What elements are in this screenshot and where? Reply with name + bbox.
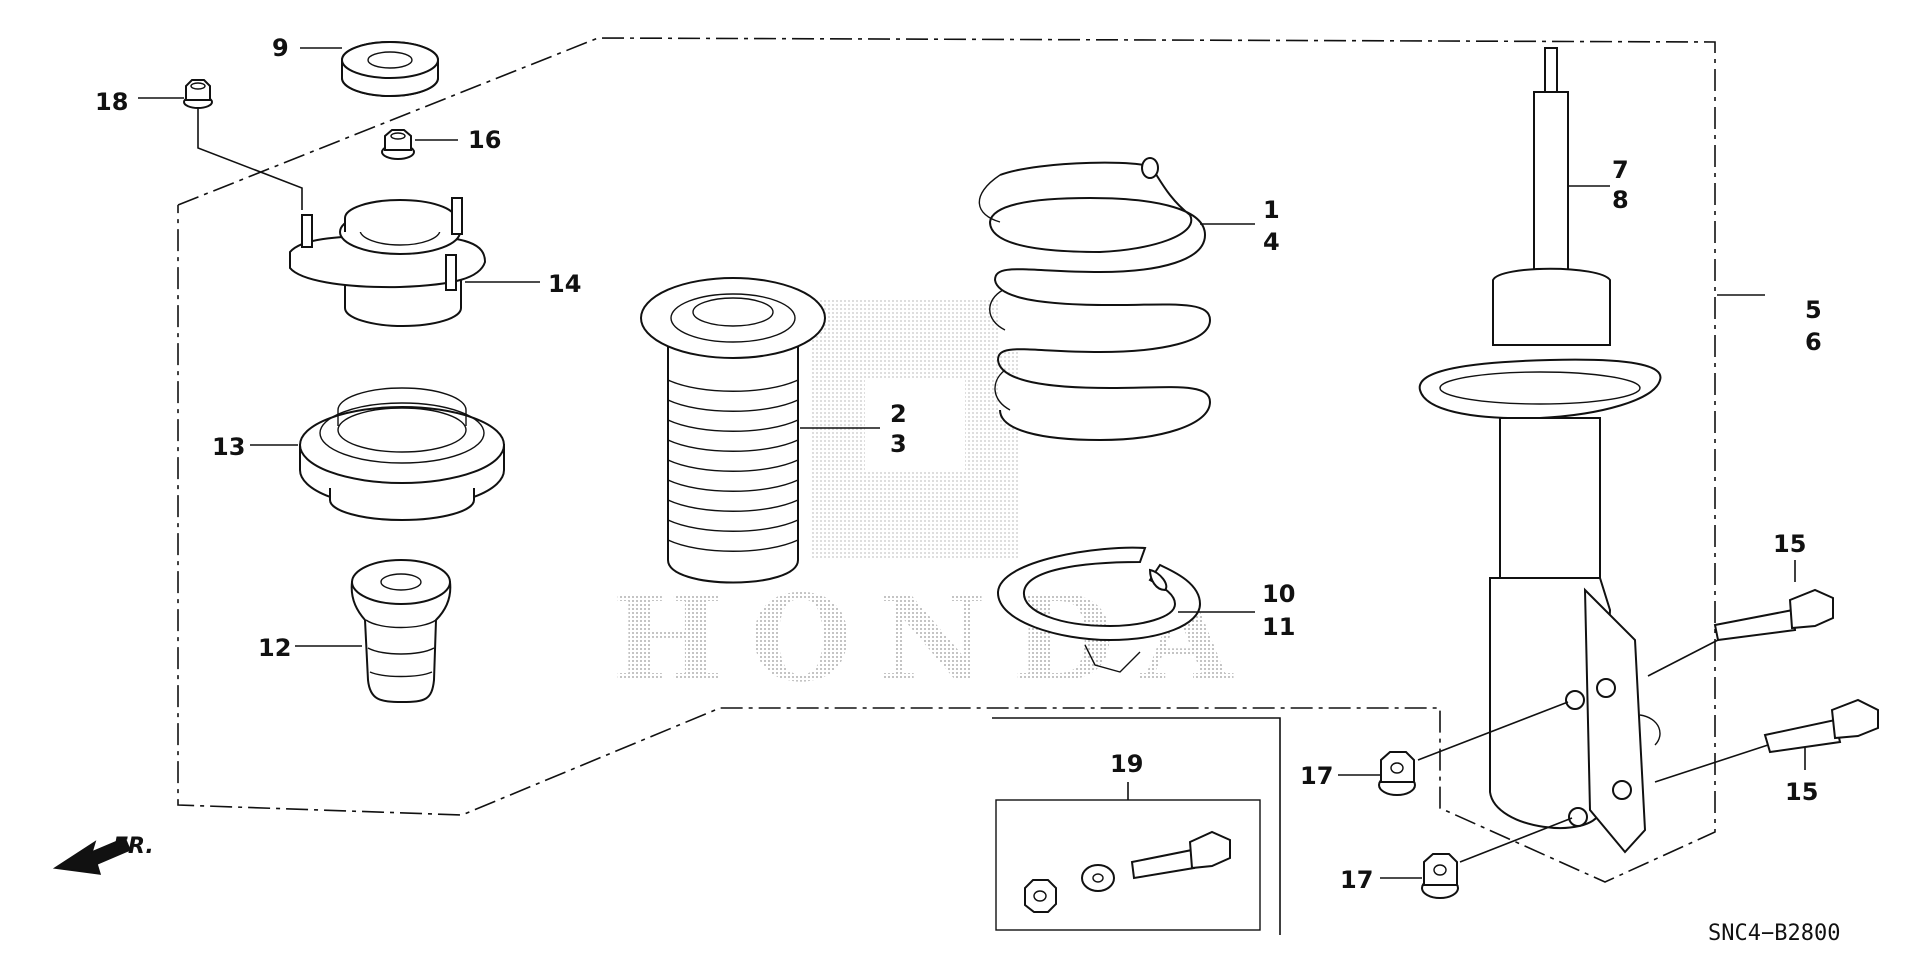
direction-label: FR. [113, 834, 154, 859]
callout-2: 2 [890, 400, 907, 428]
front-direction-arrow: FR. [52, 834, 154, 875]
part-15-lower-bolt [1763, 698, 1879, 754]
part-13-mount-bearing [299, 387, 505, 521]
part-1-coil-spring [978, 157, 1212, 442]
callout-11: 11 [1262, 613, 1295, 641]
callout-14: 14 [548, 270, 581, 298]
callout-7: 7 [1612, 156, 1629, 184]
callout-19: 19 [1110, 750, 1143, 778]
callout-17b: 17 [1340, 866, 1373, 894]
callout-17a: 17 [1300, 762, 1333, 790]
part-14-upper-mount [289, 197, 487, 327]
part-19-hardware-kit [1024, 830, 1231, 913]
callout-18: 18 [95, 88, 128, 116]
callout-3: 3 [890, 430, 907, 458]
part-18-flange-nut [183, 79, 213, 109]
part-12-bump-stop [350, 559, 452, 704]
part-5-strut-assembly [1418, 267, 1662, 854]
callout-15b: 15 [1785, 778, 1818, 806]
part-17-lower-nut [1421, 853, 1459, 899]
diagram-code: SNC4−B2800 [1708, 921, 1840, 946]
part-17-upper-nut [1378, 751, 1416, 796]
callout-15a: 15 [1773, 530, 1806, 558]
hardware-kit-outline [992, 717, 1281, 935]
callout-6: 6 [1805, 328, 1822, 356]
part-15-upper-bolt [1713, 588, 1834, 642]
part-9-mount-washer [341, 41, 439, 97]
part-7-strut-rod [1533, 47, 1569, 283]
callout-5: 5 [1805, 296, 1822, 324]
callout-8: 8 [1612, 186, 1629, 214]
callout-13: 13 [212, 433, 245, 461]
callout-4: 4 [1263, 228, 1280, 256]
part-16-flange-nut [381, 129, 415, 160]
callout-1: 1 [1263, 196, 1280, 224]
callout-16: 16 [468, 126, 501, 154]
callout-10: 10 [1262, 580, 1295, 608]
assembly-outline [177, 37, 1716, 883]
part-10-spring-seat [996, 546, 1202, 673]
callout-12: 12 [258, 634, 291, 662]
part-2-dust-boot [640, 277, 826, 584]
callout-9: 9 [272, 34, 289, 62]
